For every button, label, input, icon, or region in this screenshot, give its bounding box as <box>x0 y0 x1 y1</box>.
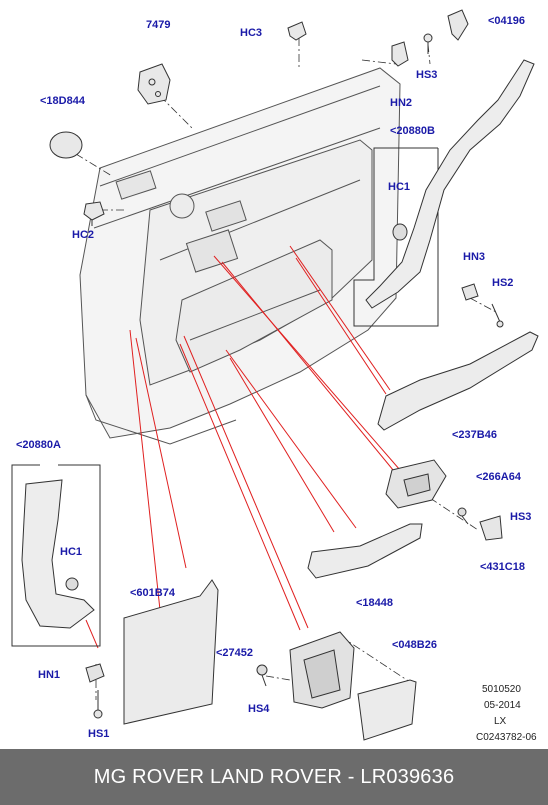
clip-hc3 <box>287 21 307 41</box>
label-hs3-top: HS3 <box>416 69 437 81</box>
label-18448: <18448 <box>356 597 393 609</box>
cover-431c18 <box>479 515 503 541</box>
footer-title: MG ROVER LAND ROVER - LR039636 <box>93 765 455 788</box>
label-266a64: <266A64 <box>476 471 522 483</box>
hardware-hn1-hs1 <box>85 663 105 719</box>
lower-trim-601b74 <box>123 579 219 725</box>
label-20880a: <20880A <box>16 439 61 451</box>
red-callout-lines <box>85 245 401 649</box>
latch-bracket-7479 <box>137 63 171 105</box>
label-hc3: HC3 <box>240 27 262 39</box>
hardware-hn3-hs2 <box>461 283 504 328</box>
label-hn3: HN3 <box>463 251 485 263</box>
label-hc2: HC2 <box>72 229 94 241</box>
label-hs4: HS4 <box>248 703 270 715</box>
label-hc1-top: HC1 <box>388 181 410 193</box>
handle-bezel-266a64 <box>385 459 447 509</box>
label-hn2: HN2 <box>390 97 412 109</box>
insulator-group-20880b <box>353 59 535 327</box>
mechanism-27452 <box>289 631 355 709</box>
pad-18d844 <box>49 131 83 159</box>
meta-lx: LX <box>494 716 507 727</box>
screw-hs4 <box>256 664 268 687</box>
bracket-04196 <box>447 9 469 41</box>
label-048b26: <048B26 <box>392 639 437 651</box>
cover-048b26 <box>357 679 417 741</box>
door-trim-panel <box>79 67 401 445</box>
footer-bar: MG ROVER LAND ROVER - LR039636 <box>0 749 548 805</box>
screw-hs3-top <box>423 33 433 54</box>
label-hs1: HS1 <box>88 728 109 740</box>
label-7479: 7479 <box>146 19 170 31</box>
nut-hn2 <box>391 41 409 67</box>
label-hs2: HS2 <box>492 277 513 289</box>
label-431c18: <431C18 <box>480 561 525 573</box>
label-601b74: <601B74 <box>130 587 176 599</box>
label-04196: <04196 <box>488 15 525 27</box>
meta-date: 05-2014 <box>484 700 521 711</box>
meta-ref: C0243782-06 <box>476 732 537 743</box>
label-hn1: HN1 <box>38 669 60 681</box>
label-27452: <27452 <box>216 647 253 659</box>
screw-hs3-mid <box>457 507 469 525</box>
insulator-group-20880a <box>11 464 101 647</box>
pull-handle-18448 <box>307 523 423 579</box>
label-20880b: <20880B <box>390 125 435 137</box>
diagram-canvas: 7479 HC3 <04196 <18D844 HS3 HN2 <20880B … <box>11 9 539 743</box>
armrest-237b46 <box>377 331 539 431</box>
label-237b46: <237B46 <box>452 429 497 441</box>
label-18d844: <18D844 <box>40 95 86 107</box>
label-hs3-mid: HS3 <box>510 511 531 523</box>
label-hc1-bot: HC1 <box>60 546 82 558</box>
meta-code: 5010520 <box>482 684 521 695</box>
clip-hc2 <box>83 201 105 226</box>
